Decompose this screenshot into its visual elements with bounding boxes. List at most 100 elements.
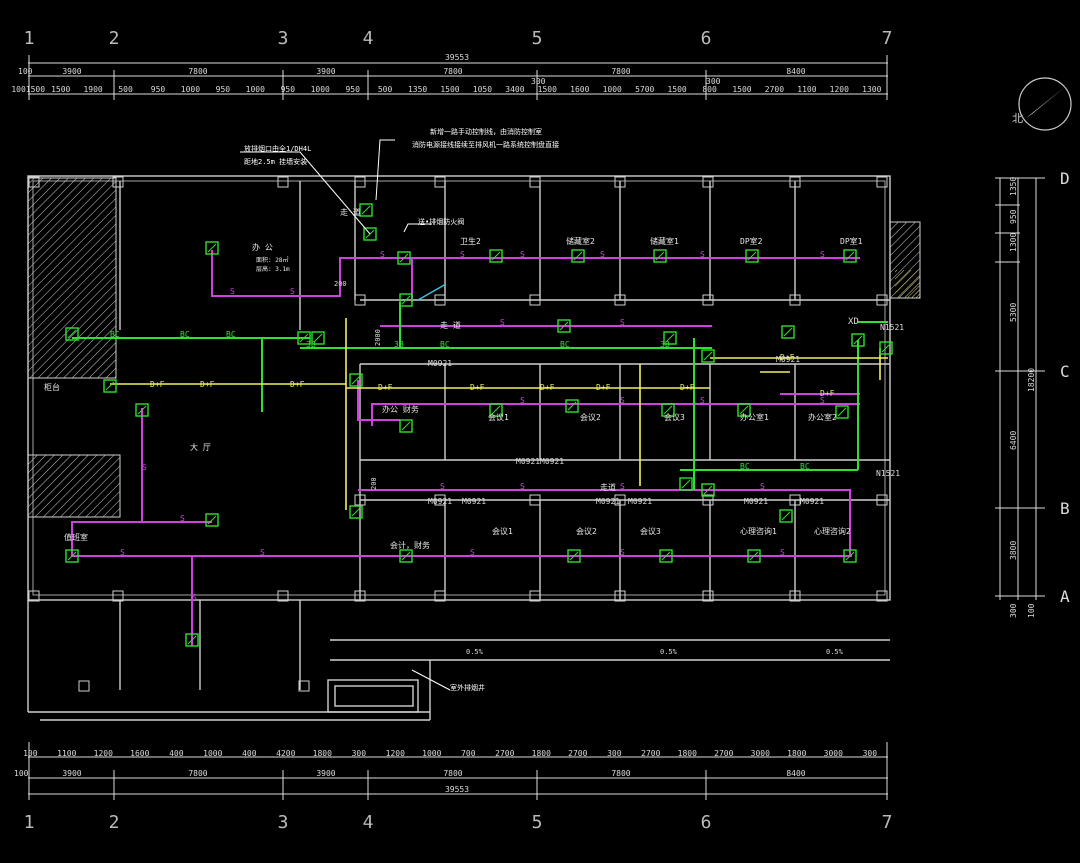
- equipment-mark-line: [881, 343, 891, 353]
- dim: 100: [18, 67, 33, 76]
- dim: 1000: [203, 749, 222, 758]
- axis-label: 3: [278, 812, 289, 833]
- duct-tag: S: [820, 396, 825, 405]
- equipment-marker: [835, 405, 849, 419]
- equipment-mark-line: [703, 485, 713, 495]
- equipment-mark-line: [665, 333, 675, 343]
- column: [876, 176, 888, 188]
- dim: 1600: [130, 749, 149, 758]
- ducts-cyan: [417, 283, 447, 301]
- equipment-marker: [567, 549, 581, 563]
- equipment-marker: [653, 249, 667, 263]
- supply-ducts: [71, 250, 860, 646]
- top-dimensions: [28, 55, 888, 100]
- room-label: 办公 财务: [382, 404, 419, 414]
- axis-label: B: [1060, 499, 1070, 518]
- equipment-marker: [397, 251, 411, 265]
- equipment-mark-line: [567, 401, 577, 411]
- duct-tag: S: [470, 548, 475, 557]
- room-label: 办 公: [252, 242, 273, 252]
- dim: 950: [281, 85, 296, 94]
- equipment-marker: [851, 333, 865, 347]
- hatched-shaft: [27, 177, 117, 379]
- duct-tag: S: [120, 548, 125, 557]
- dim: 1800: [532, 749, 551, 758]
- column: [277, 590, 289, 602]
- axis-label: 5: [532, 28, 543, 49]
- equipment-mark-line: [749, 551, 759, 561]
- duct-tag: S: [142, 463, 147, 472]
- column: [876, 294, 888, 306]
- equipment-marker: [359, 203, 373, 217]
- north-label: 北: [1012, 112, 1023, 125]
- slope: 0.5%: [660, 648, 678, 656]
- column: [354, 294, 366, 306]
- dim: 100: [1027, 603, 1036, 618]
- axis-label: 7: [882, 28, 893, 49]
- dim: 1500: [667, 85, 686, 94]
- equipment-mark-line: [313, 333, 323, 343]
- duct-tag: D+F: [540, 383, 555, 392]
- dim: 500: [378, 85, 393, 94]
- duct-tag: BC: [226, 330, 236, 339]
- room-label: 办公室2: [808, 412, 837, 422]
- equipment-marker: [65, 327, 79, 341]
- room-label: 走道: [600, 482, 616, 492]
- column: [434, 176, 446, 188]
- duct-tag: S: [260, 548, 265, 557]
- equipment-mark-line: [351, 507, 361, 517]
- door-tag: M0921: [596, 497, 620, 506]
- column: [529, 294, 541, 306]
- dim: 7800: [611, 769, 630, 778]
- dim: 950: [151, 85, 166, 94]
- column: [876, 494, 888, 506]
- dim: 5700: [635, 85, 654, 94]
- duct-tag: BC: [800, 462, 810, 471]
- equipment-mark-line: [781, 511, 791, 521]
- axis-label: 5: [532, 812, 543, 833]
- dim: 200: [334, 280, 347, 288]
- door-tag: M0921: [516, 457, 540, 466]
- duct-tag: S: [230, 287, 235, 296]
- dim: 1000: [603, 85, 622, 94]
- duct-tag: S: [290, 287, 295, 296]
- equipment-mark-line: [569, 551, 579, 561]
- room-label: 办公室1: [740, 412, 769, 422]
- equipment-marker: [399, 549, 413, 563]
- door-tag: M0921: [776, 355, 800, 364]
- dim: 200: [370, 477, 378, 490]
- room-detail: 面积: 28㎡: [256, 256, 288, 264]
- dim-mark: 300: [531, 77, 546, 86]
- note: 室外排烟井: [450, 683, 485, 692]
- equipment-marker: [659, 549, 673, 563]
- dim: 1200: [94, 749, 113, 758]
- duct-tag: BC: [740, 462, 750, 471]
- door-tag: M0921: [744, 497, 768, 506]
- duct-tag: BC: [440, 340, 450, 349]
- equipment-markers: [65, 203, 893, 647]
- equipment-mark-line: [853, 335, 863, 345]
- dim: 1350: [1009, 177, 1018, 196]
- dim: 7800: [443, 67, 462, 76]
- right-axis-text: D C B A 1350 950 1300 5300 6400 3800 300…: [1009, 169, 1070, 618]
- duct-tag: D+F: [200, 380, 215, 389]
- dim: 950: [1009, 209, 1018, 224]
- note: 新增一路手动控制线，由消防控制室: [430, 127, 542, 136]
- notes: 新增一路手动控制线，由消防控制室 消防电源接线接续至排风机一路系统控制盘直接 放…: [244, 127, 559, 692]
- room-label: 心理咨询2: [814, 526, 851, 536]
- duct-tag: S: [620, 482, 625, 491]
- room-label: 心理咨询1: [740, 526, 777, 536]
- equipment-mark-line: [491, 251, 501, 261]
- dim: 3900: [316, 769, 335, 778]
- equipment-mark-line: [137, 405, 147, 415]
- axis-label: A: [1060, 587, 1070, 606]
- axis-label: D: [1060, 169, 1070, 188]
- duct-tag: S: [180, 514, 185, 523]
- axis-label: 4: [363, 28, 374, 49]
- dim: 6400: [1009, 431, 1018, 450]
- duct-tag: D+F: [470, 383, 485, 392]
- columns: [28, 176, 888, 692]
- dim: 300: [607, 749, 622, 758]
- hatched-stair: [27, 454, 121, 518]
- equipment-marker: [311, 331, 325, 345]
